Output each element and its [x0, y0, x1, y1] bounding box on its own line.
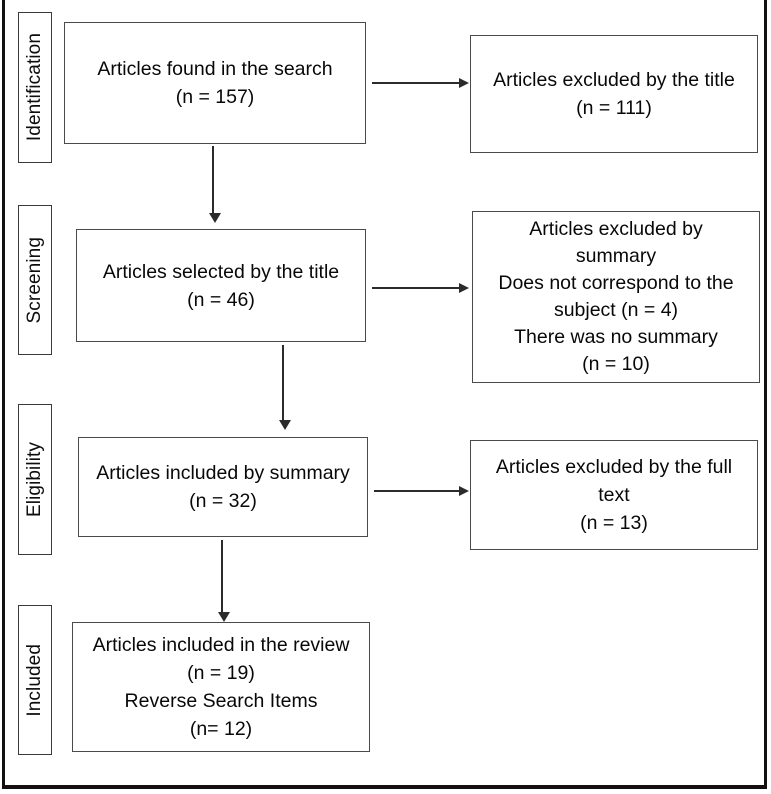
node-articles-included-in-review: Articles included in the review (n = 19)…	[72, 622, 370, 752]
stage-label-identification: Identification	[18, 12, 52, 163]
node-articles-selected-by-title: Articles selected by the title (n = 46)	[76, 229, 366, 342]
connector-selected-to-included-summary	[279, 345, 291, 430]
node-articles-included-in-review-text: Articles included in the review (n = 19)…	[92, 634, 350, 740]
stage-label-eligibility-text: Eligibility	[24, 441, 45, 517]
connector-selected-to-excluded-summary	[372, 283, 469, 293]
node-articles-excluded-by-full-text: Articles excluded by the full text (n = …	[470, 440, 758, 550]
node-articles-found-in-search-text: Articles found in the search (n = 157)	[97, 58, 333, 108]
stage-label-screening-text: Screening	[24, 236, 45, 324]
stage-label-included: Included	[18, 605, 52, 755]
connector-included-summary-to-excluded-full-text	[374, 486, 469, 496]
node-articles-included-by-summary: Articles included by summary (n = 32)	[78, 437, 368, 537]
connector-found-to-excluded-title	[372, 78, 469, 88]
stage-label-screening: Screening	[18, 205, 52, 355]
node-articles-found-in-search: Articles found in the search (n = 157)	[64, 22, 366, 144]
stage-label-identification-text: Identification	[24, 33, 45, 142]
stage-label-eligibility: Eligibility	[18, 404, 52, 555]
node-articles-excluded-by-summary: Articles excluded by summary Does not co…	[472, 211, 760, 383]
node-articles-excluded-by-summary-text: Articles excluded by summary Does not co…	[498, 218, 734, 375]
stage-label-included-text: Included	[24, 643, 45, 717]
connector-found-to-selected	[209, 146, 221, 223]
node-articles-included-by-summary-text: Articles included by summary (n = 32)	[96, 462, 350, 512]
node-articles-excluded-by-title-text: Articles excluded by the title (n = 111)	[493, 69, 735, 119]
node-articles-excluded-by-full-text-text: Articles excluded by the full text (n = …	[495, 456, 733, 534]
node-articles-selected-by-title-text: Articles selected by the title (n = 46)	[102, 260, 340, 311]
node-articles-excluded-by-title: Articles excluded by the title (n = 111)	[470, 35, 758, 153]
connector-included-summary-to-review	[218, 540, 230, 622]
